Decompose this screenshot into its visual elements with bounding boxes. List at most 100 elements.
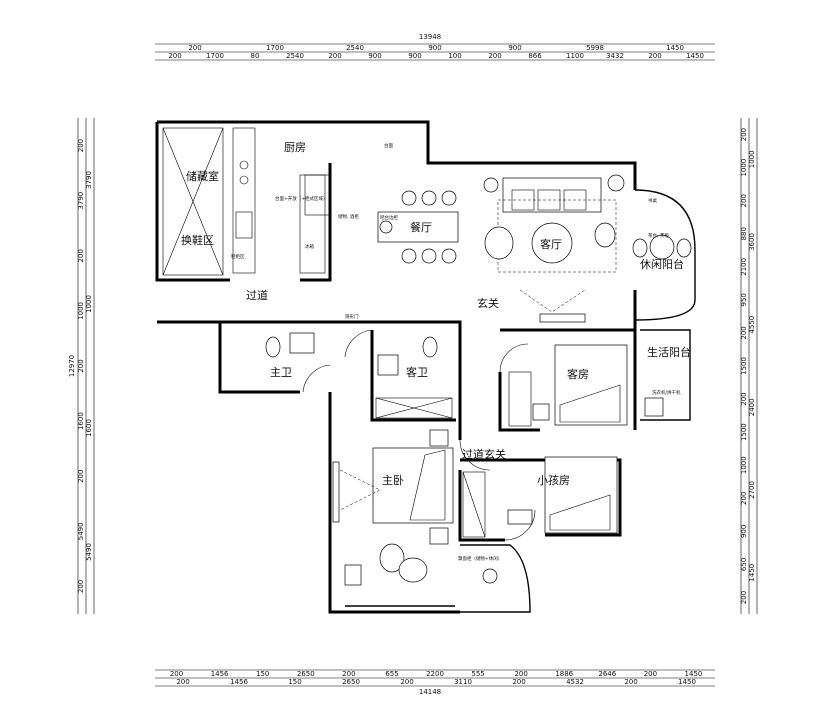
guest-nightstand (532, 403, 550, 421)
dim-label-right: 3600 (748, 233, 756, 251)
shower-cross2 (375, 397, 453, 419)
note-bay-window: 飘窗柜（储物+休闲） (458, 555, 502, 562)
dim-label-left: 5490 (85, 543, 93, 561)
master-nightstand (429, 527, 449, 545)
room-label-shoe-area: 换鞋区 (181, 233, 214, 247)
door-swing (504, 509, 536, 541)
toilet-guest (422, 336, 438, 358)
dim-label-top: 900 (428, 44, 441, 52)
dim-label-bottom: 3110 (454, 678, 472, 686)
dim-label-right: 200 (740, 591, 748, 604)
dim-label-top: 5998 (586, 44, 604, 52)
wall-guest-room-north (500, 328, 637, 430)
dim-label-right: 200 (740, 128, 748, 141)
sofa (502, 177, 602, 213)
kids-bed (544, 456, 618, 534)
kids-bed-quilt (549, 494, 611, 531)
dim-label-bottom: 555 (471, 670, 484, 678)
room-label-guest-bath: 客卫 (406, 365, 428, 379)
lounge-chair (379, 543, 405, 573)
dim-label-bottom: 150 (256, 670, 269, 678)
wall-master-bath (218, 322, 300, 394)
dim-label-bottom: 1456 (230, 678, 248, 686)
dim-label-bottom: 200 (514, 670, 527, 678)
dining-chair (401, 248, 417, 264)
dim-label-right: 1450 (748, 564, 756, 582)
kitchen-sink (235, 211, 253, 239)
room-label-entrance: 玄关 (477, 296, 499, 310)
wall-kids-room (460, 458, 622, 537)
master-tv (332, 461, 340, 523)
wall-leisure-balcony (634, 189, 696, 321)
fridge (304, 174, 330, 216)
guest-wardrobe (508, 371, 532, 427)
dim-label-bottom-total: 14148 (419, 688, 441, 696)
dim-label-left: 200 (77, 139, 85, 152)
dim-label-left: 200 (77, 580, 85, 593)
dim-label-top: 200 (488, 52, 501, 60)
storage-shelving (162, 127, 224, 276)
dim-label-left-total: 12970 (68, 355, 76, 377)
dim-label-left: 5490 (77, 522, 85, 540)
dim-label-right: 1000 (748, 150, 756, 168)
note-hidden-door: 隐形门 (345, 313, 359, 320)
bay-plant (482, 568, 498, 584)
dim-label-top: 900 (508, 44, 521, 52)
dim-label-bottom: 200 (624, 678, 637, 686)
dim-label-top: 200 (328, 52, 341, 60)
kitchen-counter-left (232, 127, 256, 274)
dim-label-top: 900 (368, 52, 381, 60)
note-kitchen-counter: 台面+开放（+柜式区域） (275, 195, 328, 202)
dim-label-right: 2100 (740, 258, 748, 276)
note-bar-counter: 吧台边柜 (380, 214, 398, 221)
dim-label-top: 1700 (206, 52, 224, 60)
room-labels: 储藏室 厨房 换鞋区 餐厅 客厅 休闲阳台 过道 玄关 生活阳台 主卫 客卫 客… (181, 141, 691, 487)
dim-label-bottom: 4532 (566, 678, 584, 686)
coffee-table (531, 222, 573, 264)
dim-label-top: 2540 (346, 44, 364, 52)
dim-label-bottom: 200 (170, 670, 183, 678)
dim-label-right: 950 (740, 293, 748, 306)
dim-label-bottom: 200 (512, 678, 525, 686)
dim-label-top: 1450 (686, 52, 704, 60)
guest-bed (554, 344, 628, 426)
lounge-chair (398, 557, 428, 583)
walls (155, 120, 696, 614)
dim-label-left: 3790 (77, 192, 85, 210)
fixtures (162, 127, 692, 586)
dim-label-right: 1500 (740, 357, 748, 375)
side-chair (594, 222, 616, 248)
dim-label-bottom: 1450 (678, 678, 696, 686)
plant-icon (483, 177, 499, 193)
dim-label-right: 2400 (748, 398, 756, 416)
note-tea-cabinet: 茶台, 茶柜 (648, 232, 669, 239)
dim-label-right: 1000 (740, 456, 748, 474)
dim-label-bottom: 200 (342, 670, 355, 678)
dim-label-right: 4550 (748, 316, 756, 334)
dim-label-right: 200 (740, 326, 748, 339)
dim-label-right: 1000 (740, 159, 748, 177)
dim-label-right: 200 (740, 492, 748, 505)
dim-label-top: 80 (251, 52, 260, 60)
kids-wardrobe-cross (462, 471, 486, 538)
wall-kitchen-south (300, 163, 332, 282)
room-label-leisure-balcony: 休闲阳台 (640, 257, 684, 271)
tv-cabinet (539, 313, 586, 323)
note-shoe-cab: 鞋柜区 (231, 253, 245, 260)
dim-label-left: 200 (77, 249, 85, 262)
room-label-corridor: 过道 (246, 288, 268, 302)
lamp-icon (607, 174, 625, 192)
dining-chair (421, 190, 437, 206)
door-swing (499, 343, 529, 373)
dining-chair (421, 248, 437, 264)
dim-label-bottom: 200 (644, 670, 657, 678)
dim-label-top-total: 13948 (419, 33, 441, 41)
dim-label-right: 200 (740, 392, 748, 405)
dining-stool (379, 220, 393, 234)
dim-label-top: 200 (168, 52, 181, 60)
dining-chair (401, 190, 417, 206)
dim-label-left: 1000 (77, 302, 85, 320)
